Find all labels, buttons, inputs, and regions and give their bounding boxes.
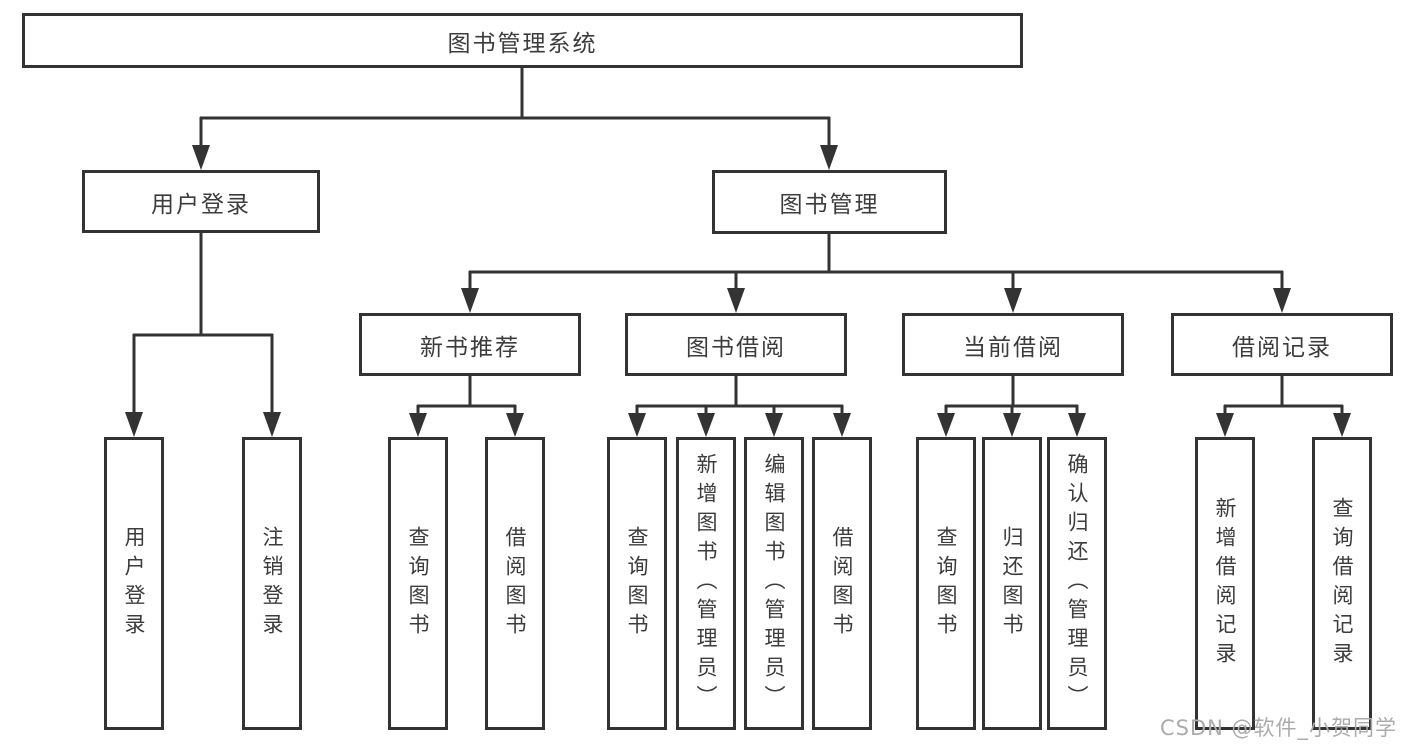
connector-book-borrow-children: [628, 376, 851, 437]
leaf-return-books: 归还图书: [982, 437, 1042, 730]
leaf-query-borrow-record: 查询借阅记录: [1312, 437, 1372, 730]
leaf-query-books-recommend: 查询图书: [388, 437, 448, 730]
leaf-query-books-current: 查询图书: [916, 437, 976, 730]
leaf-logout-login: 注销登录: [242, 437, 302, 730]
node-new-book-recommend: 新书推荐: [359, 313, 581, 376]
watermark: CSDN @软件_小贺同学: [1160, 716, 1398, 740]
leaf-user-login: 用户登录: [104, 437, 164, 730]
leaf-confirm-return-admin: 确认归还（管理员）: [1047, 437, 1107, 730]
leaf-borrow-books-recommend: 借阅图书: [485, 437, 545, 730]
node-library-management-system: 图书管理系统: [22, 13, 1023, 68]
node-user-login: 用户登录: [82, 170, 320, 233]
leaf-borrow-books: 借阅图书: [812, 437, 872, 730]
node-book-borrow: 图书借阅: [625, 313, 847, 376]
leaf-add-books-admin: 新增图书（管理员）: [676, 437, 736, 730]
connector-borrow-records-children: [1216, 376, 1351, 437]
connector-book-management-children: [461, 234, 1291, 313]
connector-new-book-recommend-children: [409, 376, 524, 437]
leaf-add-borrow-record: 新增借阅记录: [1195, 437, 1255, 730]
node-book-management: 图书管理: [712, 170, 947, 234]
leaf-query-books-borrow: 查询图书: [607, 437, 667, 730]
connector-root-to-level2: [192, 68, 838, 170]
node-borrow-records: 借阅记录: [1171, 313, 1393, 376]
connector-current-borrow-children: [937, 376, 1086, 437]
leaf-edit-books-admin: 编辑图书（管理员）: [744, 437, 804, 730]
connector-user-login-children: [125, 233, 281, 437]
node-current-borrow: 当前借阅: [902, 313, 1124, 376]
